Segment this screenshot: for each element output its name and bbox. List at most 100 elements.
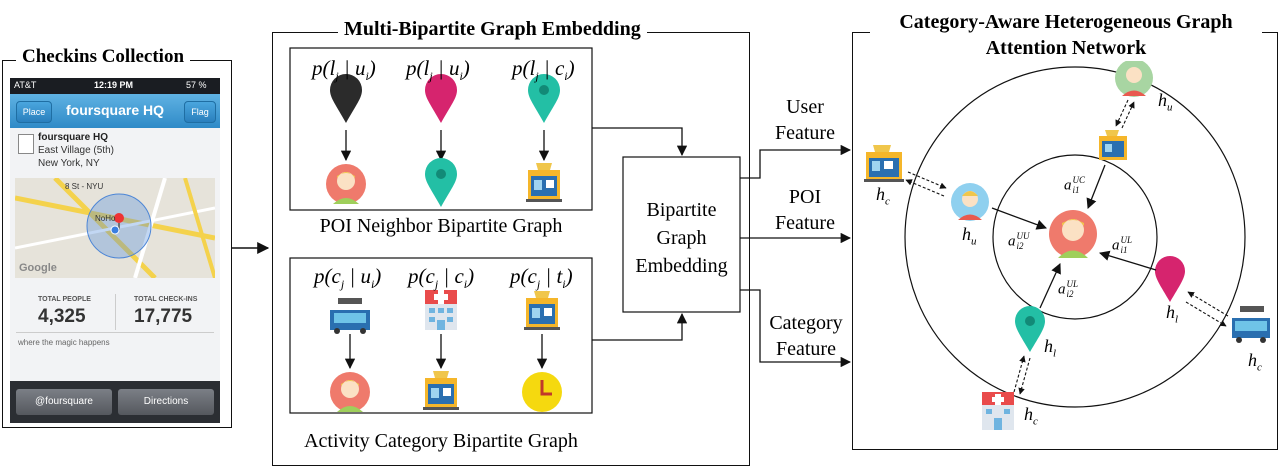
label-h-c-bottom: hc: [1024, 404, 1038, 428]
stat1-value: 4,325: [38, 306, 86, 327]
map-label-google: Google: [19, 262, 57, 274]
phone-screenshot: AT&T 12:19 PM 57 % Place foursquare HQ F…: [10, 78, 220, 423]
battery: 57 %: [186, 80, 207, 90]
blue-user-node: [951, 183, 989, 221]
status-bar: AT&T 12:19 PM 57 %: [10, 78, 220, 94]
tagline: where the magic happens: [18, 338, 110, 347]
outer-ring: [904, 66, 1246, 408]
status-time: 12:19 PM: [94, 80, 134, 90]
label-h-l-right: hl: [1166, 302, 1179, 326]
cart-icon: [330, 298, 370, 334]
stat2-label: TOTAL CHECK-INS: [134, 296, 198, 303]
poi-to-embedding-arrow: [592, 127, 688, 157]
teal-to-center-arrow: [1039, 263, 1061, 309]
shop-icon: [526, 163, 562, 202]
activity-to-embedding-arrow: [592, 312, 688, 341]
label-h-c-left: hc: [876, 184, 890, 208]
map-label-nyu: 8 St - NYU: [65, 182, 104, 191]
prob-l-given-u-1: p(lj | ui): [312, 56, 376, 84]
category-feature-arrow: [740, 289, 852, 368]
shop-to-center-arrow: [1086, 164, 1106, 209]
stat2-value: 17,775: [134, 306, 193, 327]
right-cart-node: [1232, 306, 1270, 343]
emb-line3: Embedding: [635, 255, 728, 277]
attention-title-line2: Attention Network: [985, 37, 1147, 59]
emb-line2: Graph: [656, 227, 707, 249]
checkins-title: Checkins Collection: [16, 46, 191, 68]
dashed-arrow-d: [905, 179, 945, 197]
user-feature-line2: Feature: [775, 122, 835, 144]
top-user-node: [1115, 59, 1153, 97]
prob-c-given-u: p(cj | ui): [314, 264, 382, 292]
label-h-c-right: hc: [1248, 350, 1262, 374]
center-user-node: [1049, 210, 1097, 258]
top-shop-node: [1099, 130, 1127, 160]
building-icon: [18, 134, 34, 154]
dashed-arrow-g: [1013, 355, 1026, 393]
dashed-arrow-h: [1018, 357, 1031, 395]
dashed-arrow-e: [1187, 291, 1229, 317]
bottom-pin-node: [1015, 306, 1045, 352]
hospital-icon: [425, 290, 457, 330]
pin-black-icon: [330, 74, 362, 123]
category-feature-line1: Category: [769, 312, 843, 334]
venue-area: East Village (5th): [38, 145, 114, 156]
prob-c-given-t: p(cj | ti): [510, 264, 573, 292]
nav-bar: Place foursquare HQ Flag: [10, 94, 220, 128]
place-button[interactable]: Place: [16, 101, 52, 123]
activity-bipartite-box: [289, 257, 593, 414]
inner-ring: [992, 154, 1158, 320]
attention-title: Category-Aware Heterogeneous Graph Atten…: [870, 9, 1262, 61]
carrier: AT&T: [14, 80, 37, 90]
poi-feature-line1: POI: [788, 186, 822, 208]
poi-feature-label: POI Feature: [760, 184, 850, 236]
prob-c-given-c: p(cj | ci): [408, 264, 475, 292]
category-feature-label: Category Feature: [756, 310, 856, 362]
label-h-u-top: hu: [1158, 90, 1173, 114]
user-feature-line1: User: [786, 96, 824, 118]
clock-icon: [522, 372, 562, 412]
directions-button[interactable]: Directions: [118, 389, 214, 415]
dashed-arrow-c: [907, 171, 947, 189]
left-shop-node: [864, 145, 904, 182]
map-label-noho: NoHo: [95, 214, 116, 223]
stat1-label: TOTAL PEOPLE: [38, 296, 91, 303]
pin-to-center-arrow: [1099, 250, 1157, 271]
poi-bipartite-box: [289, 47, 593, 211]
poi-feature-line2: Feature: [775, 212, 835, 234]
prob-prefix: p(l: [512, 56, 536, 80]
bipartite-embedding-box: [622, 156, 741, 313]
stat-rule: [16, 332, 214, 333]
pin-teal-icon-2: [425, 158, 457, 207]
venue-name: foursquare HQ: [38, 132, 109, 143]
label-h-u-blue: hu: [962, 224, 977, 248]
map-view[interactable]: NoHo 8 St - NYU Google: [15, 178, 215, 278]
user-avatar-icon: [326, 164, 366, 204]
attention-panel: [852, 32, 1278, 450]
user-feature-arrow: [740, 144, 852, 179]
attention-title-line1: Category-Aware Heterogeneous Graph: [899, 11, 1233, 33]
stat-divider: [115, 294, 116, 330]
prob-l-given-c: p(lj | ci): [512, 56, 575, 84]
shop-icon-3: [423, 371, 459, 410]
poi-graph-label: POI Neighbor Bipartite Graph: [319, 215, 563, 237]
bottom-bar: @foursquare Directions: [10, 381, 220, 423]
prob-prefix: p(l: [406, 56, 430, 80]
flag-button[interactable]: Flag: [184, 101, 216, 123]
blue-to-center-arrow: [991, 207, 1047, 230]
foursquare-button[interactable]: @foursquare: [16, 389, 112, 415]
user-avatar-icon-2: [330, 372, 370, 412]
pin-teal-icon: [528, 74, 560, 123]
pin-magenta-icon: [425, 74, 457, 123]
bipartite-embedding-label: Bipartite Graph Embedding: [623, 196, 740, 280]
prob-prefix: p(l: [312, 56, 336, 80]
user-feature-label: User Feature: [760, 94, 850, 146]
bottom-hospital-node: [982, 392, 1014, 430]
prob-l-given-u-2: p(lj | ui): [406, 56, 470, 84]
emb-line1: Bipartite: [646, 199, 717, 221]
dashed-arrow-f: [1185, 301, 1227, 327]
